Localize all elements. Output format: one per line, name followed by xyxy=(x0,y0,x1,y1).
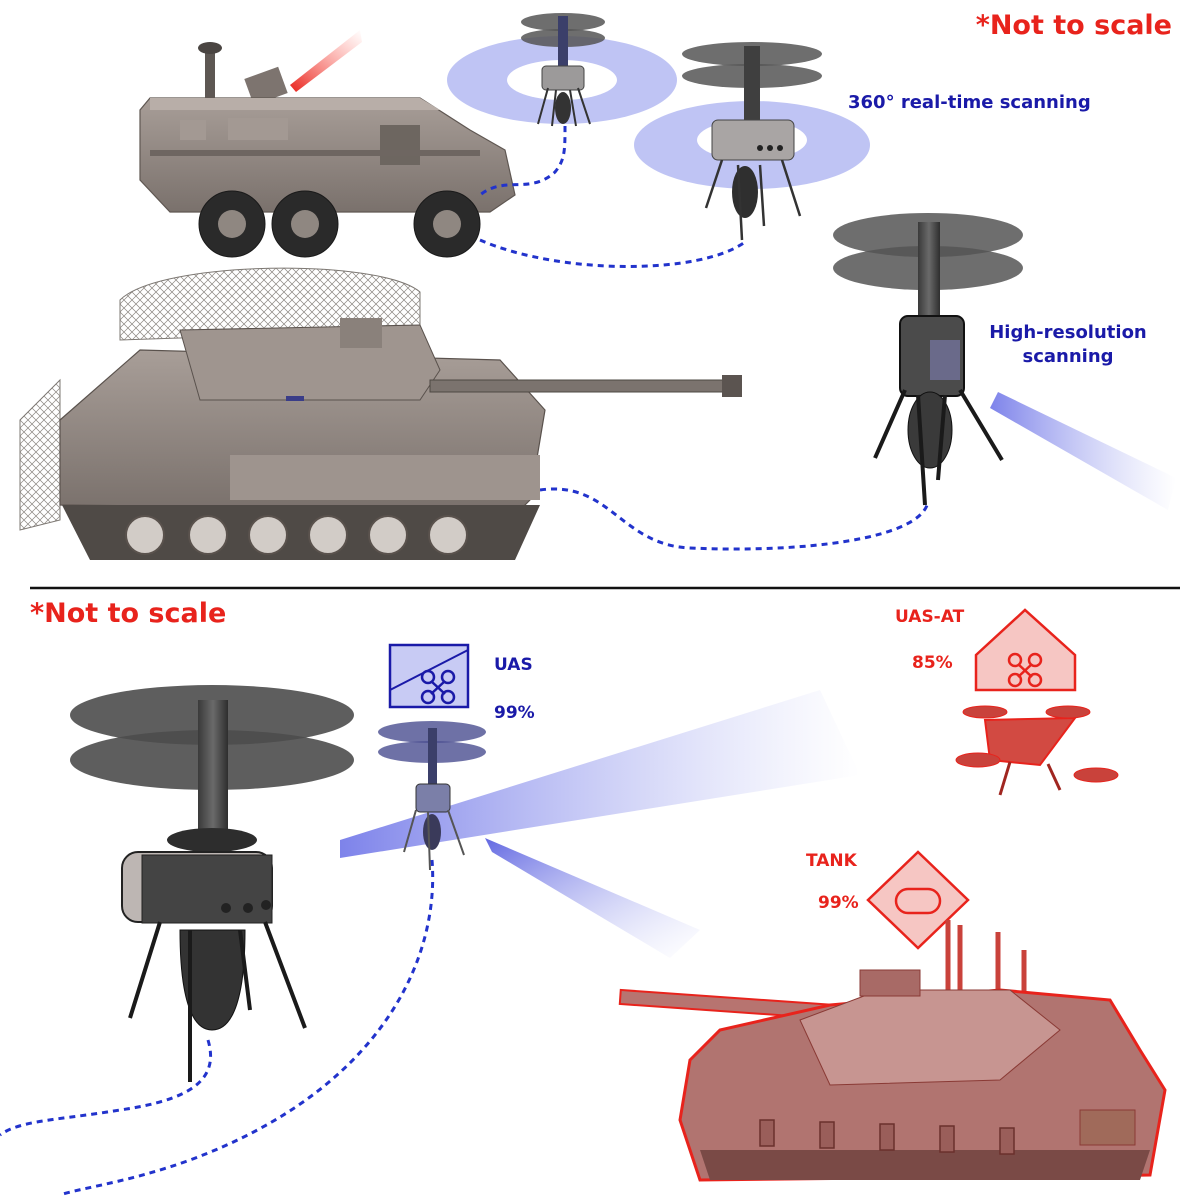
drone-quadcopter-icon xyxy=(1007,652,1043,688)
tether-line xyxy=(59,859,435,1197)
laser-beam xyxy=(290,30,362,92)
tank-gun-barrel xyxy=(429,379,731,393)
tethered-drone-large xyxy=(833,213,1176,510)
tank-symbol-icon xyxy=(894,887,942,915)
bottom-panel: *Not to scale xyxy=(0,598,1167,1197)
uas-label: UAS xyxy=(494,655,533,675)
top-panel: *Not to scale xyxy=(19,10,1176,560)
high-res-label-line1: High-resolution xyxy=(989,322,1147,343)
not-to-scale-note-bottom: *Not to scale xyxy=(30,598,226,629)
hostile-drone xyxy=(955,705,1119,796)
uas-confidence: 99% xyxy=(494,703,535,723)
tank-confidence: 99% xyxy=(818,893,859,913)
not-to-scale-note-top: *Not to scale xyxy=(976,10,1172,41)
high-res-label-line2: scanning xyxy=(1022,346,1113,367)
uas-at-label: UAS-AT xyxy=(895,607,965,627)
tether-line xyxy=(0,1039,213,1137)
tether-line xyxy=(479,238,746,268)
tank-marker xyxy=(866,850,970,950)
uas-at-confidence: 85% xyxy=(912,653,953,673)
main-battle-tank xyxy=(19,267,742,560)
hostile-tank xyxy=(618,920,1167,1182)
tethered-drone-closeup xyxy=(70,685,354,1082)
scan-beam xyxy=(990,392,1176,510)
scan-beam-narrow xyxy=(485,838,700,958)
tethered-drone-small xyxy=(447,13,677,127)
tethered-drone-medium xyxy=(634,42,870,241)
tether-line xyxy=(479,125,567,197)
tether-line xyxy=(539,487,930,551)
scan-360-label: 360° real-time scanning xyxy=(848,92,1091,113)
uas-marker xyxy=(388,643,470,709)
tethered-drone-detector xyxy=(378,721,486,871)
uas-at-marker xyxy=(974,608,1077,692)
scan-beam-wide xyxy=(340,690,860,858)
drone-quadcopter-icon xyxy=(420,669,456,705)
tank-label: TANK xyxy=(806,851,858,871)
armored-vehicle xyxy=(139,30,516,258)
